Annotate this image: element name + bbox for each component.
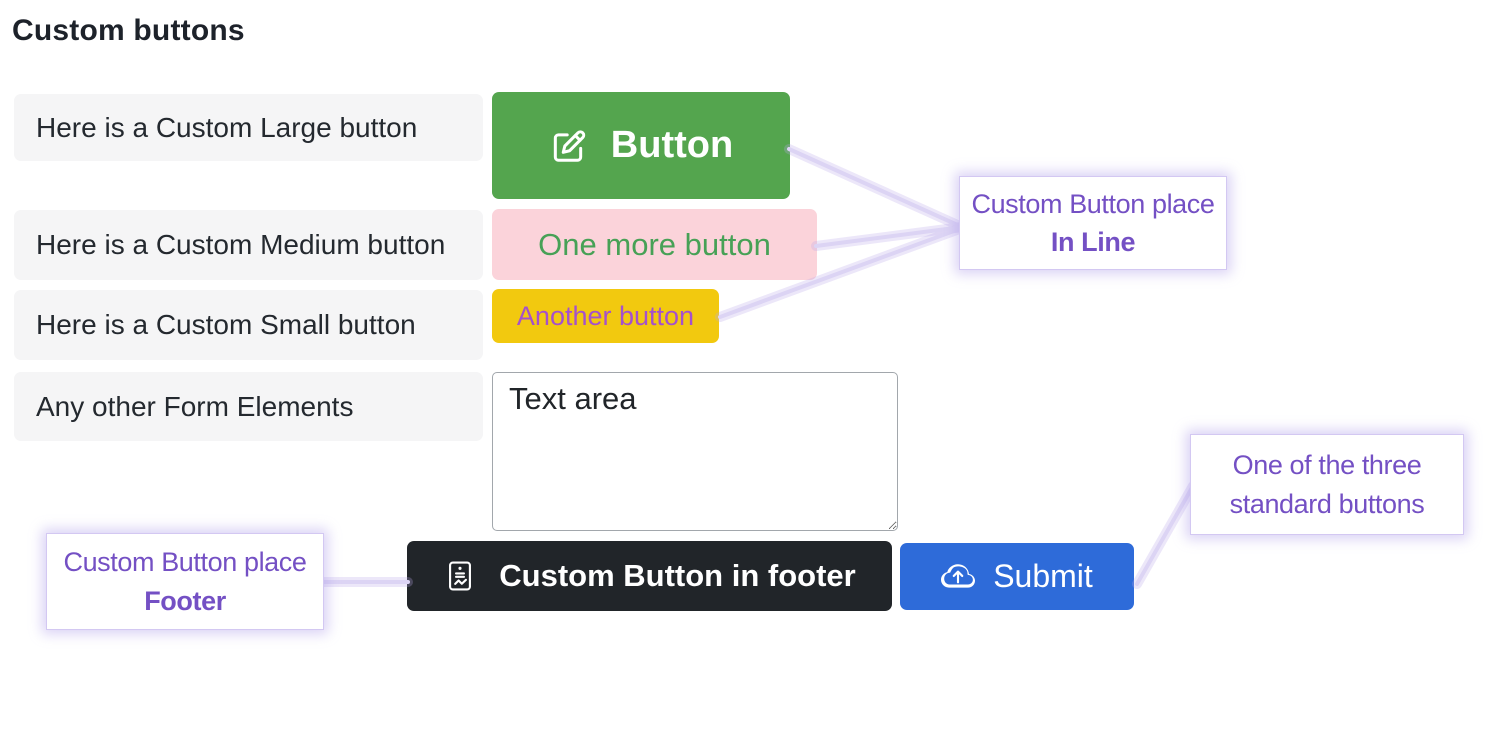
callout-line1: One of the three <box>1232 450 1422 481</box>
callout-line2: Footer <box>144 585 226 616</box>
label-text: Here is a Custom Large button <box>36 111 418 143</box>
cloud-upload-icon <box>941 560 976 594</box>
button-label: Another button <box>516 300 695 331</box>
page-title: Custom buttons <box>12 14 245 47</box>
label-other-form-elements: Any other Form Elements <box>14 372 483 441</box>
text-area-input[interactable]: Text area <box>492 372 898 531</box>
callout-line1: Custom Button place <box>63 547 307 578</box>
custom-footer-button[interactable]: Custom Button in footer <box>407 541 892 611</box>
callout-line1: Custom Button place <box>971 188 1215 219</box>
label-text: Here is a Custom Small button <box>36 309 416 340</box>
submit-button[interactable]: Submit <box>900 543 1134 610</box>
callout-footer: Custom Button place Footer <box>46 533 324 630</box>
custom-medium-button[interactable]: One more button <box>492 209 817 280</box>
button-label: Submit <box>993 558 1093 594</box>
callout-line2: standard buttons <box>1229 488 1425 519</box>
document-report-icon <box>443 559 477 593</box>
label-text: Here is a Custom Medium button <box>36 229 446 260</box>
button-label: Button <box>610 124 734 166</box>
callout-line2: In Line <box>1050 227 1136 257</box>
button-label: Custom Button in footer <box>499 558 856 593</box>
custom-large-button[interactable]: Button <box>492 92 790 199</box>
pencil-square-icon <box>549 127 587 165</box>
label-text: Any other Form Elements <box>36 390 354 422</box>
label-custom-small-button: Here is a Custom Small button <box>14 290 483 360</box>
callout-in-line: Custom Button place In Line <box>959 176 1227 270</box>
custom-small-button[interactable]: Another button <box>492 289 719 343</box>
button-label: One more button <box>538 226 771 262</box>
label-custom-medium-button: Here is a Custom Medium button <box>14 210 483 280</box>
label-custom-large-button: Here is a Custom Large button <box>14 94 483 161</box>
callout-standard-buttons: One of the three standard buttons <box>1190 434 1464 535</box>
